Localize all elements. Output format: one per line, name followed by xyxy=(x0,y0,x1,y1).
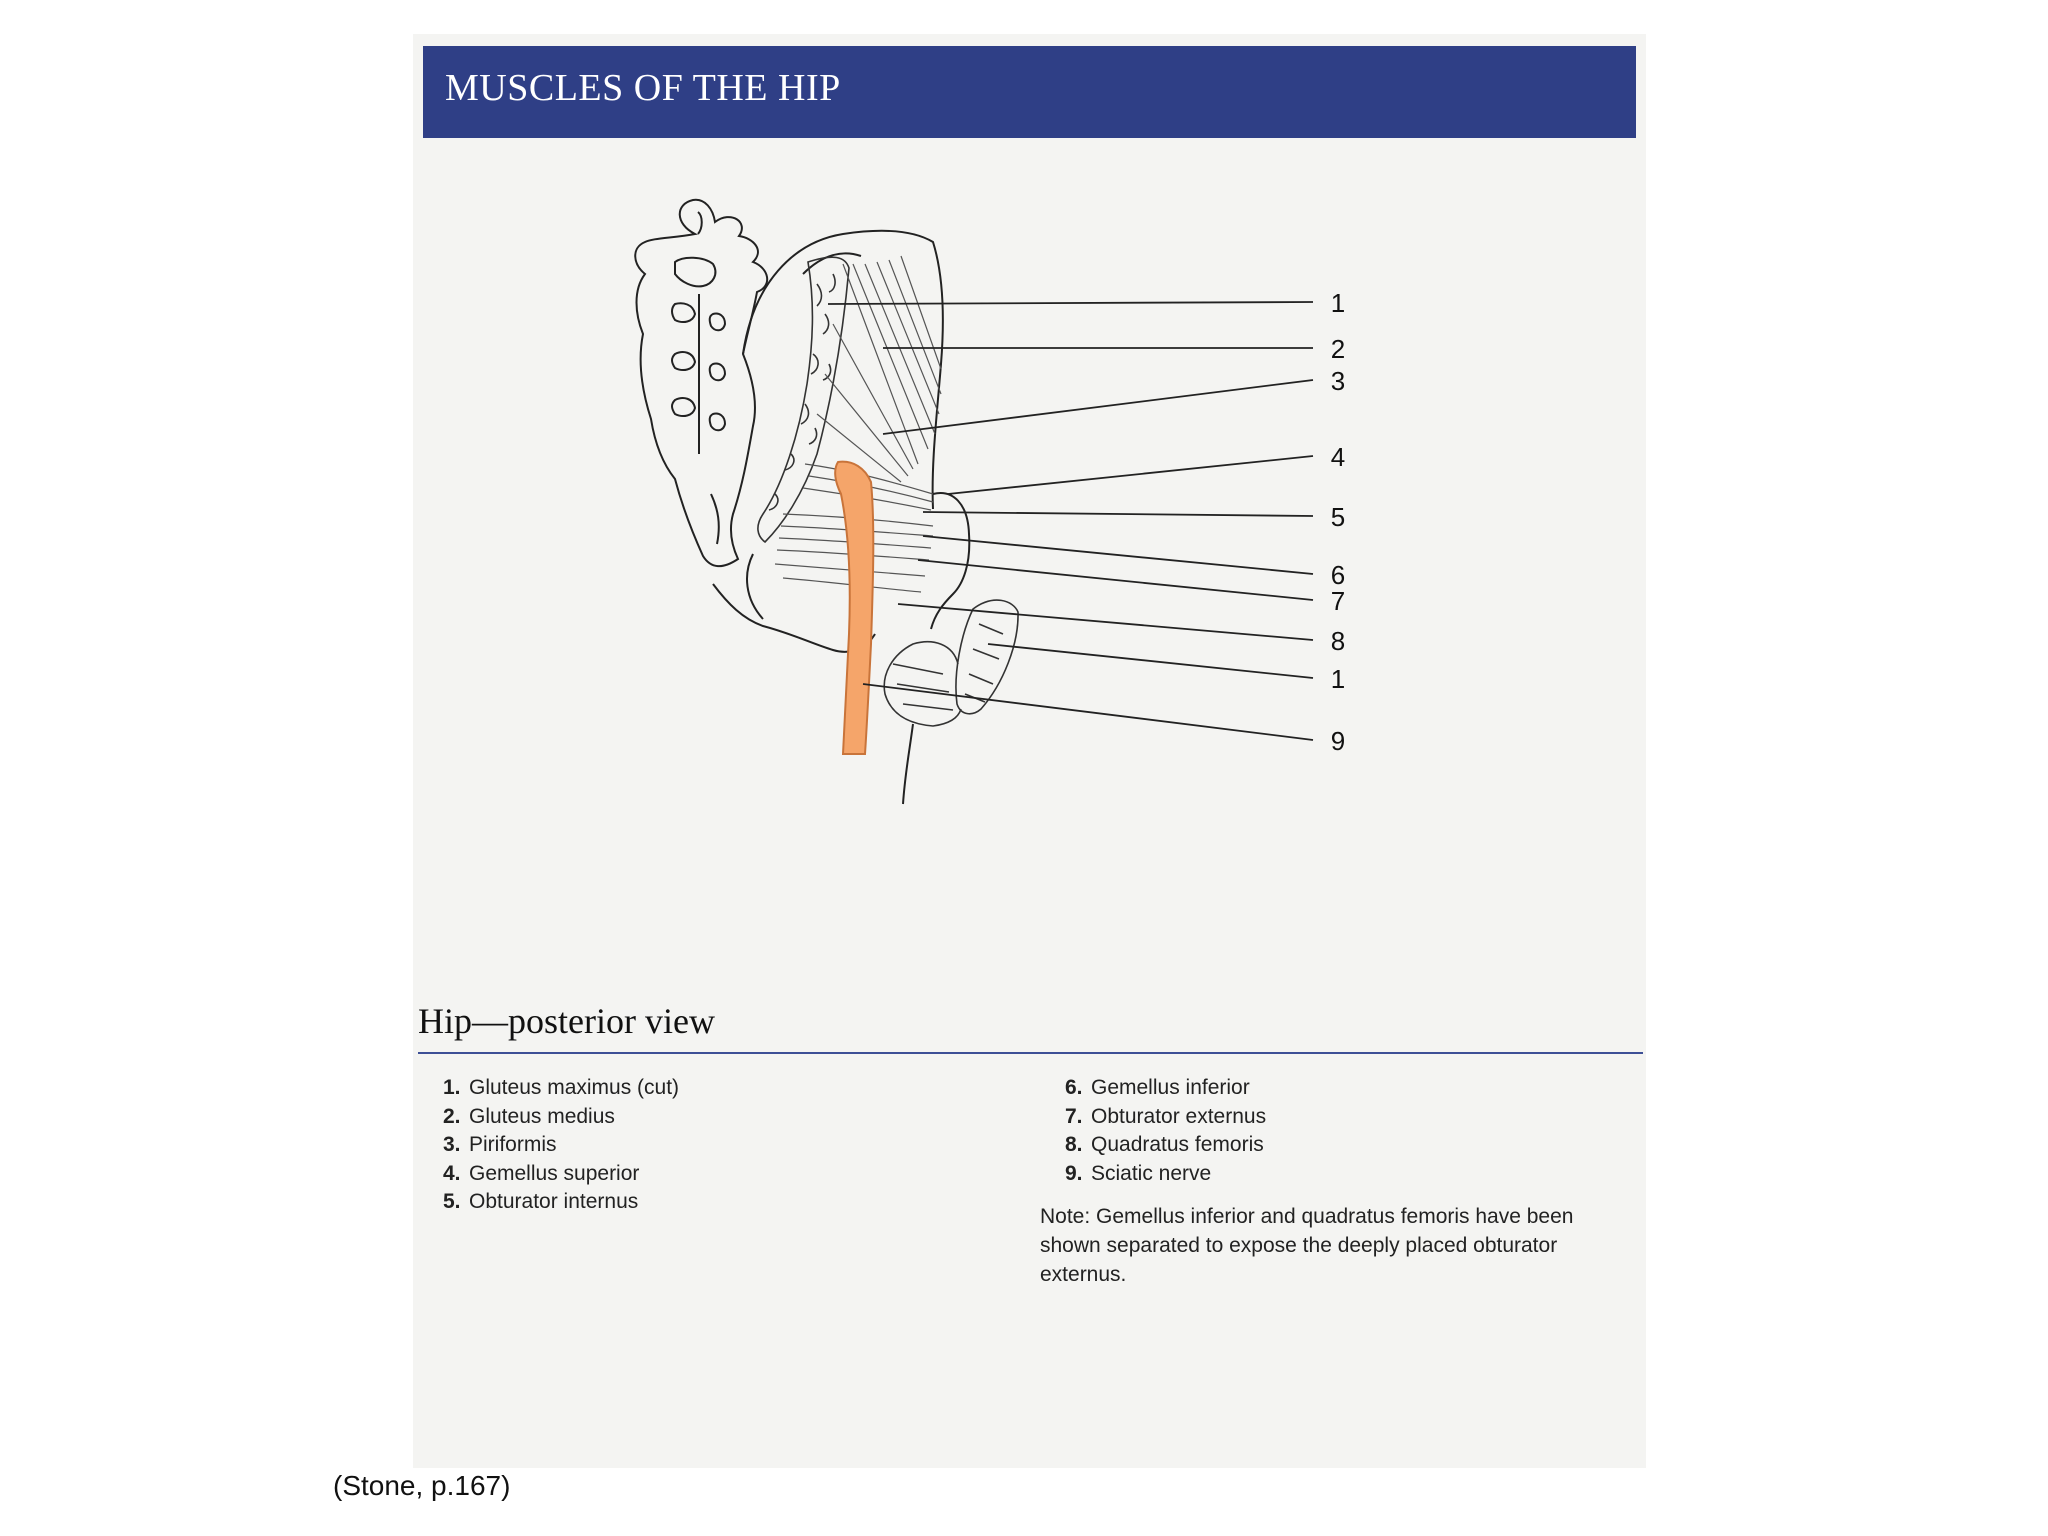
legend-item: 7.Obturator externus xyxy=(1065,1104,1267,1128)
sciatic-nerve xyxy=(834,460,875,755)
gluteus-maximus-distal xyxy=(883,599,1019,727)
figure-heading: Hip—posterior view xyxy=(418,1001,715,1041)
legend-item: 6.Gemellus inferior xyxy=(1065,1076,1250,1099)
callout-3: 3 xyxy=(1330,366,1346,396)
textbook-page: MUSCLES OF THE HIP xyxy=(413,34,1646,1468)
title-banner: MUSCLES OF THE HIP xyxy=(423,46,1636,138)
callout-1: 1 xyxy=(1330,288,1346,318)
legend-item: 9.Sciatic nerve xyxy=(1065,1161,1212,1185)
legend-item: 4.Gemellus superior xyxy=(443,1161,640,1185)
hip-diagram: 1 2 3 4 5 6 7 8 1 9 xyxy=(413,164,1646,1014)
callout-9: 9 xyxy=(1330,726,1346,756)
callout-2: 2 xyxy=(1330,334,1346,364)
callout-6: 6 xyxy=(1330,560,1346,590)
hip-illustration xyxy=(634,198,1314,805)
source-citation: (Stone, p.167) xyxy=(333,1470,511,1501)
callout-1-lower: 1 xyxy=(1330,664,1346,694)
page-title: MUSCLES OF THE HIP xyxy=(445,67,841,109)
figure-note: Note: Gemellus inferior and quadratus fe… xyxy=(1040,1205,1574,1286)
gluteus-medius-fibres xyxy=(816,255,942,483)
callout-8: 8 xyxy=(1330,626,1346,656)
femur-shaft xyxy=(902,723,914,805)
callout-7: 7 xyxy=(1330,586,1346,616)
legend-item: 2.Gluteus medius xyxy=(443,1104,615,1128)
callout-5: 5 xyxy=(1330,502,1346,532)
legend-left: 1.Gluteus maximus (cut) 2.Gluteus medius… xyxy=(443,1074,679,1217)
legend-right: 6.Gemellus inferior 7.Obturator externus… xyxy=(1065,1074,1266,1188)
sacrum-bone xyxy=(634,198,768,568)
gluteus-maximus-cut xyxy=(757,256,850,544)
legend-item: 1.Gluteus maximus (cut) xyxy=(443,1076,680,1099)
leader-lines xyxy=(827,301,1314,741)
legend-item: 5.Obturator internus xyxy=(443,1190,639,1214)
heading-divider xyxy=(418,1052,1643,1054)
legend-item: 8.Quadratus femoris xyxy=(1065,1133,1264,1157)
pelvis-outline xyxy=(712,229,944,653)
legend-item: 3.Piriformis xyxy=(443,1133,557,1157)
callout-4: 4 xyxy=(1330,442,1346,472)
